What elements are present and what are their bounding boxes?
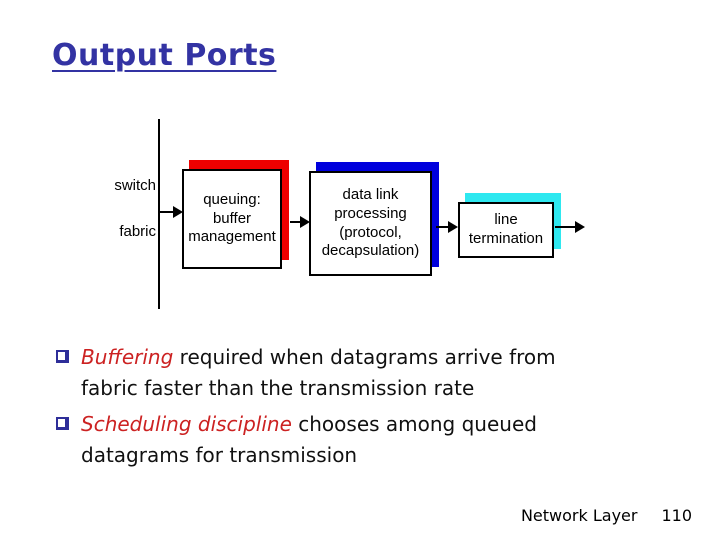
switch-fabric-label-line1: switch (114, 177, 156, 194)
bullet-item-buffering: Buffering required when datagrams arrive… (56, 342, 614, 404)
bullet-lead-text: Buffering (81, 345, 174, 369)
switch-fabric-line (158, 119, 160, 309)
arrow-right-icon (290, 216, 310, 228)
bullet-rest-text: required when datagrams arrive from fabr… (81, 345, 556, 400)
footer-label: Network Layer (520, 506, 638, 525)
bullet-item-scheduling: Scheduling discipline chooses among queu… (56, 409, 614, 471)
bullet-list: Buffering required when datagrams arrive… (56, 342, 614, 476)
arrow-right-icon (436, 221, 458, 233)
box-label-datalink: data link processing (protocol, decapsul… (321, 186, 420, 260)
diagram-box-datalink: data link processing (protocol, decapsul… (309, 162, 439, 276)
bullet-lead-text: Scheduling discipline (81, 412, 292, 436)
box-face-datalink: data link processing (protocol, decapsul… (309, 171, 432, 276)
bullet-square-icon (56, 350, 69, 363)
footer: Network Layer 110 (521, 506, 692, 525)
diagram-box-queuing: queuing: buffer management (182, 160, 289, 269)
box-face-queuing: queuing: buffer management (182, 169, 282, 269)
arrow-right-icon (555, 221, 585, 233)
page-title: Output Ports (52, 38, 277, 73)
bullet-rest-text: chooses among queued datagrams for trans… (81, 412, 537, 467)
bullet-square-icon (56, 417, 69, 430)
footer-page-number: 110 (661, 506, 692, 525)
arrow-right-icon (159, 206, 183, 218)
box-face-line-termination: line termination (458, 202, 554, 258)
box-label-line-termination: line termination (468, 211, 544, 247)
switch-fabric-label-line2: fabric (119, 223, 156, 240)
diagram-box-line-termination: line termination (458, 193, 561, 258)
box-label-queuing: queuing: buffer management (188, 190, 276, 246)
